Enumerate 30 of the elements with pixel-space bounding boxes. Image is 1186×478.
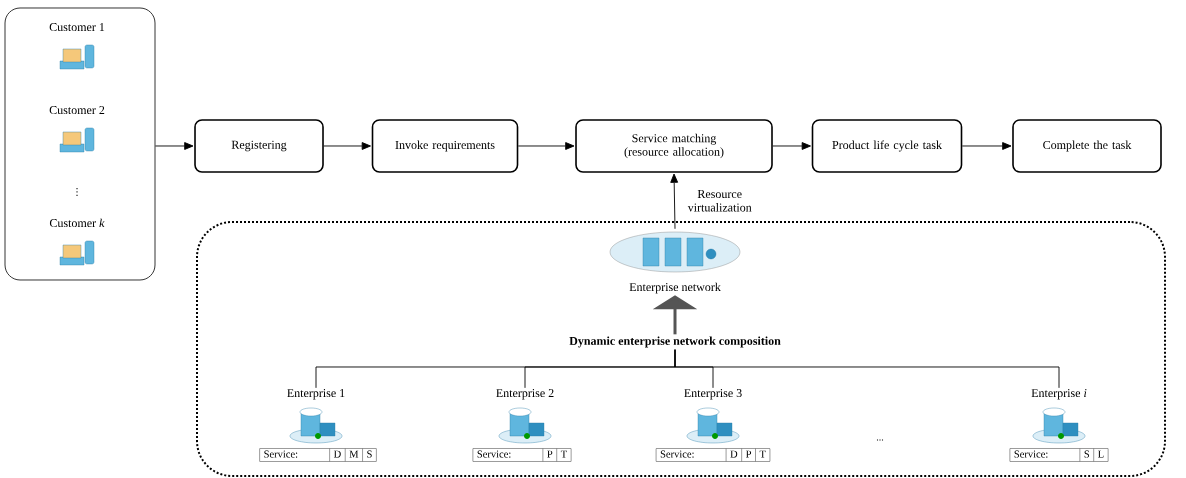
enterprise-label: Enterprise 2 <box>496 389 554 400</box>
dotted-region <box>196 221 1166 477</box>
process-box: Complete the task <box>1012 119 1162 173</box>
composition-label: Dynamic enterprise network composition <box>569 336 781 348</box>
process-box: Service matching (resource allocation) <box>575 119 773 173</box>
process-box: Product life cycle task <box>811 119 963 173</box>
arrow <box>772 142 811 150</box>
process-box: Registering <box>194 119 324 173</box>
edge-label: Resource virtualization <box>678 189 761 213</box>
customer-label: Customer 1 <box>49 23 105 32</box>
customer-label: Customer k <box>49 218 105 228</box>
ellipsis: ... <box>876 439 884 441</box>
network-label: Enterprise network <box>629 282 721 294</box>
process-box: Invoke requirements <box>371 119 519 173</box>
connector-line <box>674 349 1060 389</box>
service-table: Service: D M S <box>259 448 377 462</box>
ellipsis: ⋮ <box>76 187 78 197</box>
service-table: Service: D P T <box>655 448 771 462</box>
arrow <box>323 142 371 150</box>
enterprise-label: Enterprise i <box>1031 389 1087 400</box>
service-table: Service: S L <box>1009 448 1109 462</box>
customer-panel <box>4 7 156 281</box>
arrow <box>961 142 1012 150</box>
service-table: Service: P T <box>472 448 572 462</box>
arrow <box>517 142 575 150</box>
arrow <box>670 173 679 230</box>
enterprise-label: Enterprise 1 <box>287 389 345 400</box>
customer-label: Customer 2 <box>49 106 105 115</box>
arrow <box>154 142 194 150</box>
enterprise-label: Enterprise 3 <box>684 389 742 400</box>
